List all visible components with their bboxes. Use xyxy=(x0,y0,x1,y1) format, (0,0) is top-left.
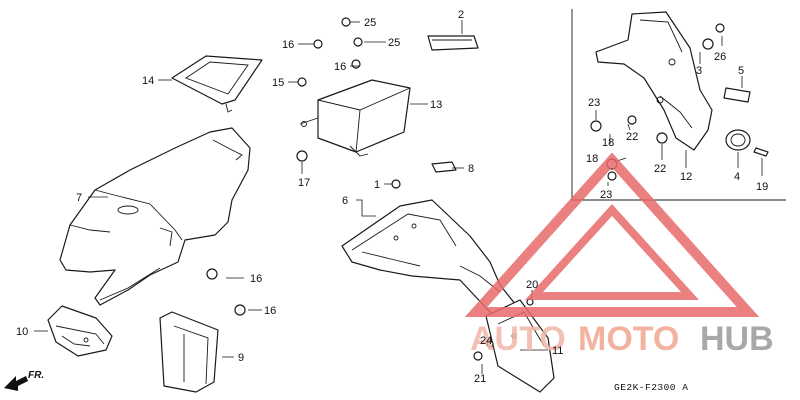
callout-19: 19 xyxy=(756,181,768,193)
callout-17: 17 xyxy=(298,177,310,189)
callout-10: 10 xyxy=(16,326,28,338)
callout-21: 21 xyxy=(474,373,486,385)
callout-23-b: 23 xyxy=(600,189,612,201)
leader-lines xyxy=(34,20,763,374)
callout-22-b: 22 xyxy=(654,163,666,175)
callout-24: 24 xyxy=(480,335,492,347)
watermark-triangle-outer xyxy=(464,152,760,317)
callout-16-c: 16 xyxy=(250,273,262,285)
part-10-bracket xyxy=(47,305,113,357)
callout-9: 9 xyxy=(238,352,244,364)
watermark-hub: HUB xyxy=(700,320,774,358)
front-label: FR. xyxy=(28,370,44,381)
part-7-rear-fender xyxy=(59,127,251,306)
part-13-tool-box xyxy=(299,79,411,157)
callout-18-b: 18 xyxy=(586,153,598,165)
callout-12: 12 xyxy=(680,171,692,183)
callout-25-a: 25 xyxy=(364,17,376,29)
callout-5: 5 xyxy=(738,65,744,77)
callout-14: 14 xyxy=(142,75,154,87)
part-5-plate xyxy=(723,87,751,103)
callout-16-b: 16 xyxy=(334,61,346,73)
watermark-moto: MOTO xyxy=(578,320,679,358)
callout-2: 2 xyxy=(458,9,464,21)
callout-15: 15 xyxy=(272,77,284,89)
callout-numbers: 14 7 10 9 16 16 15 16 16 25 25 13 17 1 6… xyxy=(16,9,768,385)
part-4-reflector xyxy=(725,129,751,151)
callout-13: 13 xyxy=(430,99,442,111)
watermark: AUTO MOTO HUB xyxy=(464,152,774,358)
callout-16-d: 16 xyxy=(264,305,276,317)
diagram-code: GE2K-F2300 A xyxy=(614,382,688,393)
callout-18-a: 18 xyxy=(602,137,614,149)
callout-25-b: 25 xyxy=(388,37,400,49)
callout-3: 3 xyxy=(696,65,702,77)
front-arrow: FR. xyxy=(4,370,44,391)
callout-26: 26 xyxy=(714,51,726,63)
part-9-splash-guard xyxy=(159,311,219,393)
callout-16-a: 16 xyxy=(282,39,294,51)
callout-20: 20 xyxy=(526,279,538,291)
callout-1: 1 xyxy=(374,179,380,191)
watermark-triangle-inner xyxy=(524,204,700,300)
callout-22-a: 22 xyxy=(626,131,638,143)
part-2-band xyxy=(427,35,479,51)
callout-23-a: 23 xyxy=(588,97,600,109)
watermark-auto: AUTO xyxy=(470,320,566,358)
callout-4: 4 xyxy=(734,171,740,183)
part-14-cover xyxy=(171,55,263,113)
callout-11: 11 xyxy=(552,345,563,357)
part-12-rear-bracket xyxy=(595,11,713,151)
part-11-license-mount xyxy=(485,299,555,393)
callout-7: 7 xyxy=(76,192,82,204)
callout-8: 8 xyxy=(468,163,474,175)
callout-6: 6 xyxy=(342,195,348,207)
